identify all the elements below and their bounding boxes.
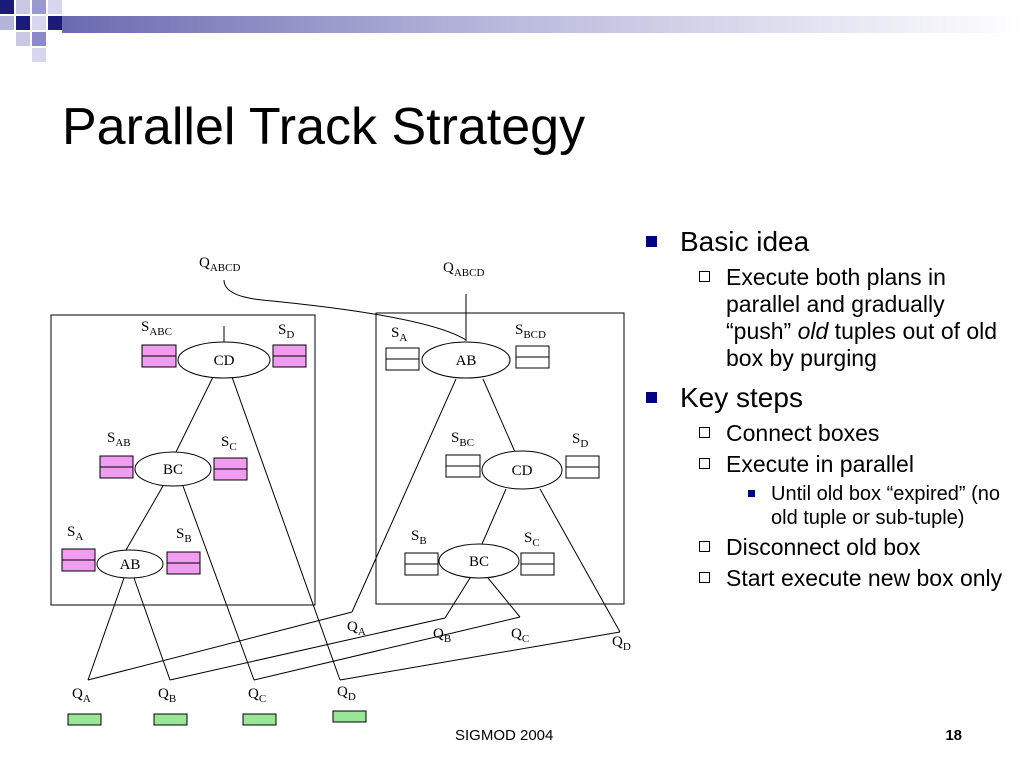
new-op-ab [421,341,511,379]
state-label: SB [411,528,427,547]
bullet-text: Start execute new box only [726,565,1003,591]
old-op-cd [177,341,271,379]
parallel-track-diagram: CD BC AB AB CD BC QABCD SABC SD SAB SC S… [50,255,631,726]
state-buffer [99,455,134,479]
old-op-bc-label: BC [163,462,183,478]
state-label: SD [572,431,588,450]
hollow-square-bullet-icon [699,427,710,438]
bullet-text: Basic idea [680,226,810,257]
queue-c [242,713,277,726]
hollow-square-bullet-icon [699,572,710,583]
sub-bullet-connect-boxes: Connect boxes [642,420,1012,447]
queue-d [332,710,367,723]
state-buffer [61,548,96,572]
state-buffer [404,552,439,576]
new-state-buffers [385,345,600,576]
state-buffer [385,347,420,371]
state-buffer [445,454,481,478]
new-output-label: QABCD [443,260,484,279]
new-input-label-c: QC [511,626,529,645]
old-output-label: QABCD [199,255,240,274]
state-label: SC [524,530,540,549]
old-op-ab-label: AB [120,557,141,573]
new-input-label-b: QB [433,626,451,645]
state-buffer [141,344,177,368]
queue-label-c: QC [248,686,266,705]
hollow-square-bullet-icon [699,458,710,469]
bullet-text: Execute in parallel [726,451,914,477]
header-decoration [0,0,1024,62]
new-input-label-a: QA [347,619,366,638]
new-plan-box [375,312,625,605]
queue-label-b: QB [158,686,176,705]
state-label: SA [391,325,407,344]
new-op-bc-label: BC [469,554,489,570]
bullet-list: Basic idea Execute both plans in paralle… [642,222,1012,592]
old-plan-edges [87,279,467,681]
sub-bullet-execute-both: Execute both plans in parallel and gradu… [642,264,1012,372]
state-buffer [515,345,550,369]
connection-lines [87,611,621,681]
bullet-text: Execute both plans in parallel and gradu… [726,264,946,344]
sub-sub-bullet-until-expired: Until old box “expired” (no old tuple or… [642,482,1012,530]
page-number: 18 [945,727,962,744]
bullet-key-steps: Key steps [642,380,1012,416]
sub-bullet-start-new: Start execute new box only [642,565,1012,592]
state-buffer [166,551,201,575]
bullet-basic-idea: Basic idea [642,224,1012,260]
sub-bullet-disconnect: Disconnect old box [642,534,1012,561]
state-label: SB [176,526,192,545]
queue-b [153,713,188,726]
new-op-ab-label: AB [456,353,477,369]
state-buffer [272,344,307,368]
state-label: SC [221,434,237,453]
input-queues [67,710,367,726]
hollow-square-bullet-icon [699,271,710,282]
state-buffer [565,455,600,479]
new-op-bc [438,543,520,579]
state-label: SBC [451,430,474,449]
new-op-cd-label: CD [512,463,533,479]
bullet-text: Connect boxes [726,420,880,446]
old-op-cd-label: CD [214,353,235,369]
new-op-cd [481,450,563,490]
new-plan-edges [351,294,621,633]
state-label: SABC [141,319,172,338]
queue-label-d: QD [337,684,356,703]
small-square-bullet-icon [748,490,755,497]
old-plan-box [50,314,316,606]
state-label: SD [278,322,294,341]
queue-a [67,713,102,726]
bullet-text: tuples out of old box by purging [726,318,998,371]
bullet-text: Disconnect old box [726,534,921,560]
state-buffer [520,552,555,576]
slide-title: Parallel Track Strategy [62,98,586,156]
new-input-label-d: QD [612,634,631,653]
bullet-text: Until old box “expired” (no old tuple or… [771,483,1000,529]
bullet-emphasis: old [797,318,829,344]
state-label: SBCD [515,322,546,341]
queue-label-a: QA [72,686,91,705]
state-label: SA [67,524,83,543]
old-op-ab [96,549,164,579]
state-buffer [213,457,248,481]
hollow-square-bullet-icon [699,541,710,552]
old-op-bc [134,451,212,487]
slide-footer: SIGMOD 2004 [455,727,554,744]
square-bullet-icon [646,236,657,247]
state-label: SAB [107,430,131,449]
sub-bullet-execute-parallel: Execute in parallel [642,451,1012,478]
old-state-buffers [61,344,307,575]
square-bullet-icon [646,392,657,403]
bullet-text: Key steps [680,382,803,413]
